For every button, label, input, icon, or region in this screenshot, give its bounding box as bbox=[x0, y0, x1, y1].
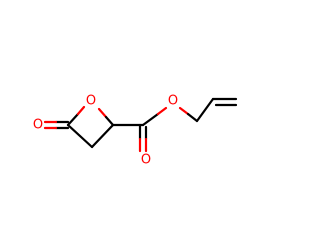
bond-ring-O-C2-b bbox=[104, 115, 115, 127]
molecule-structure: O O O O bbox=[33, 94, 238, 168]
vinyl-double-bond bbox=[211, 97, 238, 107]
bond-ring-carbonylC-O-a bbox=[66, 112, 80, 127]
oxetanone-ring bbox=[66, 105, 115, 149]
bond-ring-O-C2-a bbox=[97, 107, 108, 119]
lactone-carbonyl-oxygen-label: O bbox=[33, 118, 43, 133]
bond-esterC-O-b bbox=[156, 106, 168, 116]
bond-ring-CH2-carbonylC bbox=[66, 123, 94, 149]
structure-canvas: O O O O bbox=[32, 93, 238, 168]
ring-oxygen-label: O bbox=[86, 94, 96, 109]
bond-esterC-O-a bbox=[141, 112, 160, 127]
ester-oxygen-label: O bbox=[168, 94, 178, 109]
bond-O-CH2-a bbox=[178, 106, 190, 116]
ester-carbonyl-double-bond bbox=[138, 123, 148, 153]
bond-ring-carbonylC-O-b bbox=[76, 105, 86, 116]
ester-carbonyl-oxygen-label: O bbox=[141, 153, 151, 168]
bond-ring-C2-CH2 bbox=[90, 123, 115, 149]
lactone-carbonyl-double-bond bbox=[43, 120, 70, 130]
bond-CH2-CH bbox=[195, 97, 215, 123]
bond-O-CH2-b bbox=[186, 112, 199, 123]
